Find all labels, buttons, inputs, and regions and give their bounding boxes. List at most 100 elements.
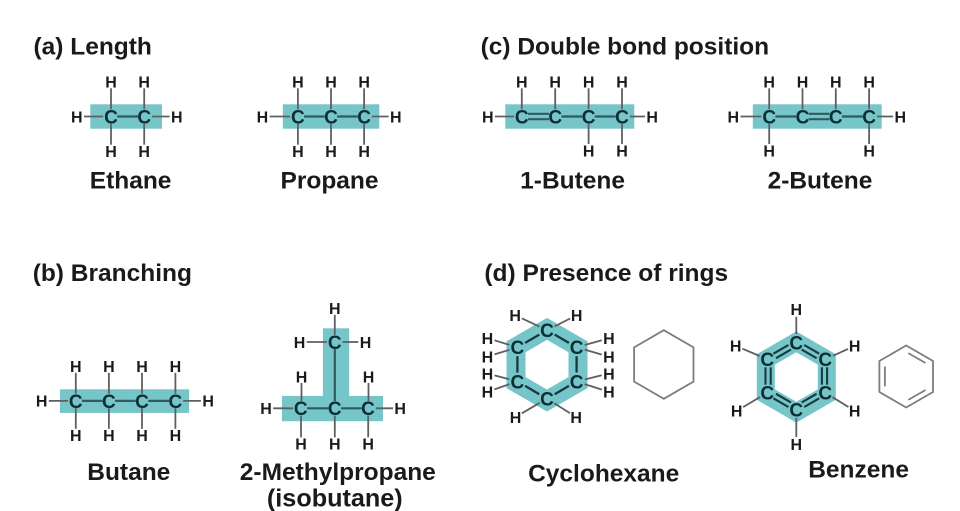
svg-text:H: H [482,331,494,348]
svg-text:H: H [329,301,341,318]
svg-text:H: H [510,410,522,427]
svg-text:H: H [549,75,561,92]
svg-text:H: H [70,359,82,376]
svg-text:(isobutane): (isobutane) [267,485,403,511]
svg-text:C: C [862,107,876,128]
svg-text:H: H [260,401,272,418]
svg-text:H: H [390,109,402,126]
svg-text:H: H [509,308,521,325]
svg-text:H: H [103,359,115,376]
svg-text:C: C [570,372,584,393]
svg-text:Propane: Propane [280,168,378,195]
svg-text:C: C [818,384,832,405]
svg-text:Butane: Butane [87,459,170,486]
svg-text:H: H [849,404,861,421]
svg-text:H: H [791,302,803,319]
svg-text:C: C [582,107,596,128]
svg-text:C: C [762,107,776,128]
svg-text:H: H [646,109,658,126]
svg-text:H: H [482,385,494,402]
svg-text:H: H [296,369,308,386]
svg-text:H: H [830,75,842,92]
svg-text:C: C [104,107,118,128]
svg-text:H: H [763,143,775,160]
svg-text:H: H [325,144,337,161]
svg-text:C: C [169,392,183,413]
svg-text:(a) Length: (a) Length [34,34,152,61]
svg-text:H: H [105,144,117,161]
svg-text:2-Butene: 2-Butene [768,168,873,195]
svg-text:H: H [136,359,148,376]
svg-text:H: H [105,75,117,92]
svg-text:C: C [357,107,371,128]
svg-text:Ethane: Ethane [90,168,172,195]
svg-text:H: H [603,349,615,366]
svg-text:C: C [294,399,308,420]
svg-text:Benzene: Benzene [808,457,909,484]
svg-text:H: H [849,339,861,356]
svg-text:C: C [570,338,584,359]
svg-text:C: C [760,350,774,371]
svg-text:H: H [797,75,809,92]
svg-text:H: H [791,437,803,454]
svg-text:C: C [102,392,116,413]
svg-text:2-Methylpropane: 2-Methylpropane [240,459,436,486]
svg-text:H: H [571,308,583,325]
svg-text:Cyclohexane: Cyclohexane [528,460,679,487]
svg-text:C: C [789,333,803,354]
svg-text:H: H [325,75,337,92]
svg-text:C: C [135,392,149,413]
svg-text:H: H [603,385,615,402]
svg-text:H: H [863,143,875,160]
svg-text:H: H [358,75,370,92]
svg-text:C: C [511,372,525,393]
svg-text:H: H [360,335,372,352]
svg-text:C: C [540,390,554,411]
svg-text:C: C [818,350,832,371]
svg-text:H: H [570,410,582,427]
svg-text:H: H [295,437,307,454]
svg-text:(c) Double bond position: (c) Double bond position [481,34,770,61]
svg-text:H: H [358,144,370,161]
svg-text:C: C [789,400,803,421]
svg-text:C: C [796,107,810,128]
svg-text:H: H [138,75,150,92]
svg-text:(d) Presence of rings: (d) Presence of rings [484,260,728,287]
svg-text:C: C [137,107,151,128]
svg-text:H: H [616,75,628,92]
svg-text:H: H [71,109,83,126]
svg-text:H: H [170,428,182,445]
svg-text:H: H [171,109,183,126]
svg-text:H: H [516,75,528,92]
svg-text:C: C [361,399,375,420]
svg-text:H: H [394,401,406,418]
svg-text:C: C [291,107,305,128]
svg-text:H: H [103,428,115,445]
svg-text:C: C [511,338,525,359]
svg-text:H: H [292,144,304,161]
svg-text:1-Butene: 1-Butene [520,168,625,195]
svg-text:H: H [616,143,628,160]
svg-text:H: H [583,75,595,92]
svg-text:C: C [328,333,342,354]
svg-text:C: C [69,392,83,413]
svg-text:H: H [731,404,743,421]
svg-text:H: H [363,369,375,386]
svg-text:H: H [170,359,182,376]
svg-text:C: C [540,321,554,342]
svg-text:H: H [292,75,304,92]
svg-text:H: H [36,394,48,411]
svg-text:(b) Branching: (b) Branching [33,260,192,287]
svg-text:H: H [583,143,595,160]
svg-text:H: H [329,437,341,454]
svg-text:H: H [362,437,374,454]
svg-text:C: C [328,399,342,420]
svg-text:H: H [482,349,494,366]
svg-text:C: C [548,107,562,128]
svg-text:H: H [603,331,615,348]
svg-text:H: H [257,109,269,126]
svg-text:C: C [829,107,843,128]
svg-text:H: H [863,75,875,92]
svg-text:H: H [70,428,82,445]
svg-text:H: H [136,428,148,445]
